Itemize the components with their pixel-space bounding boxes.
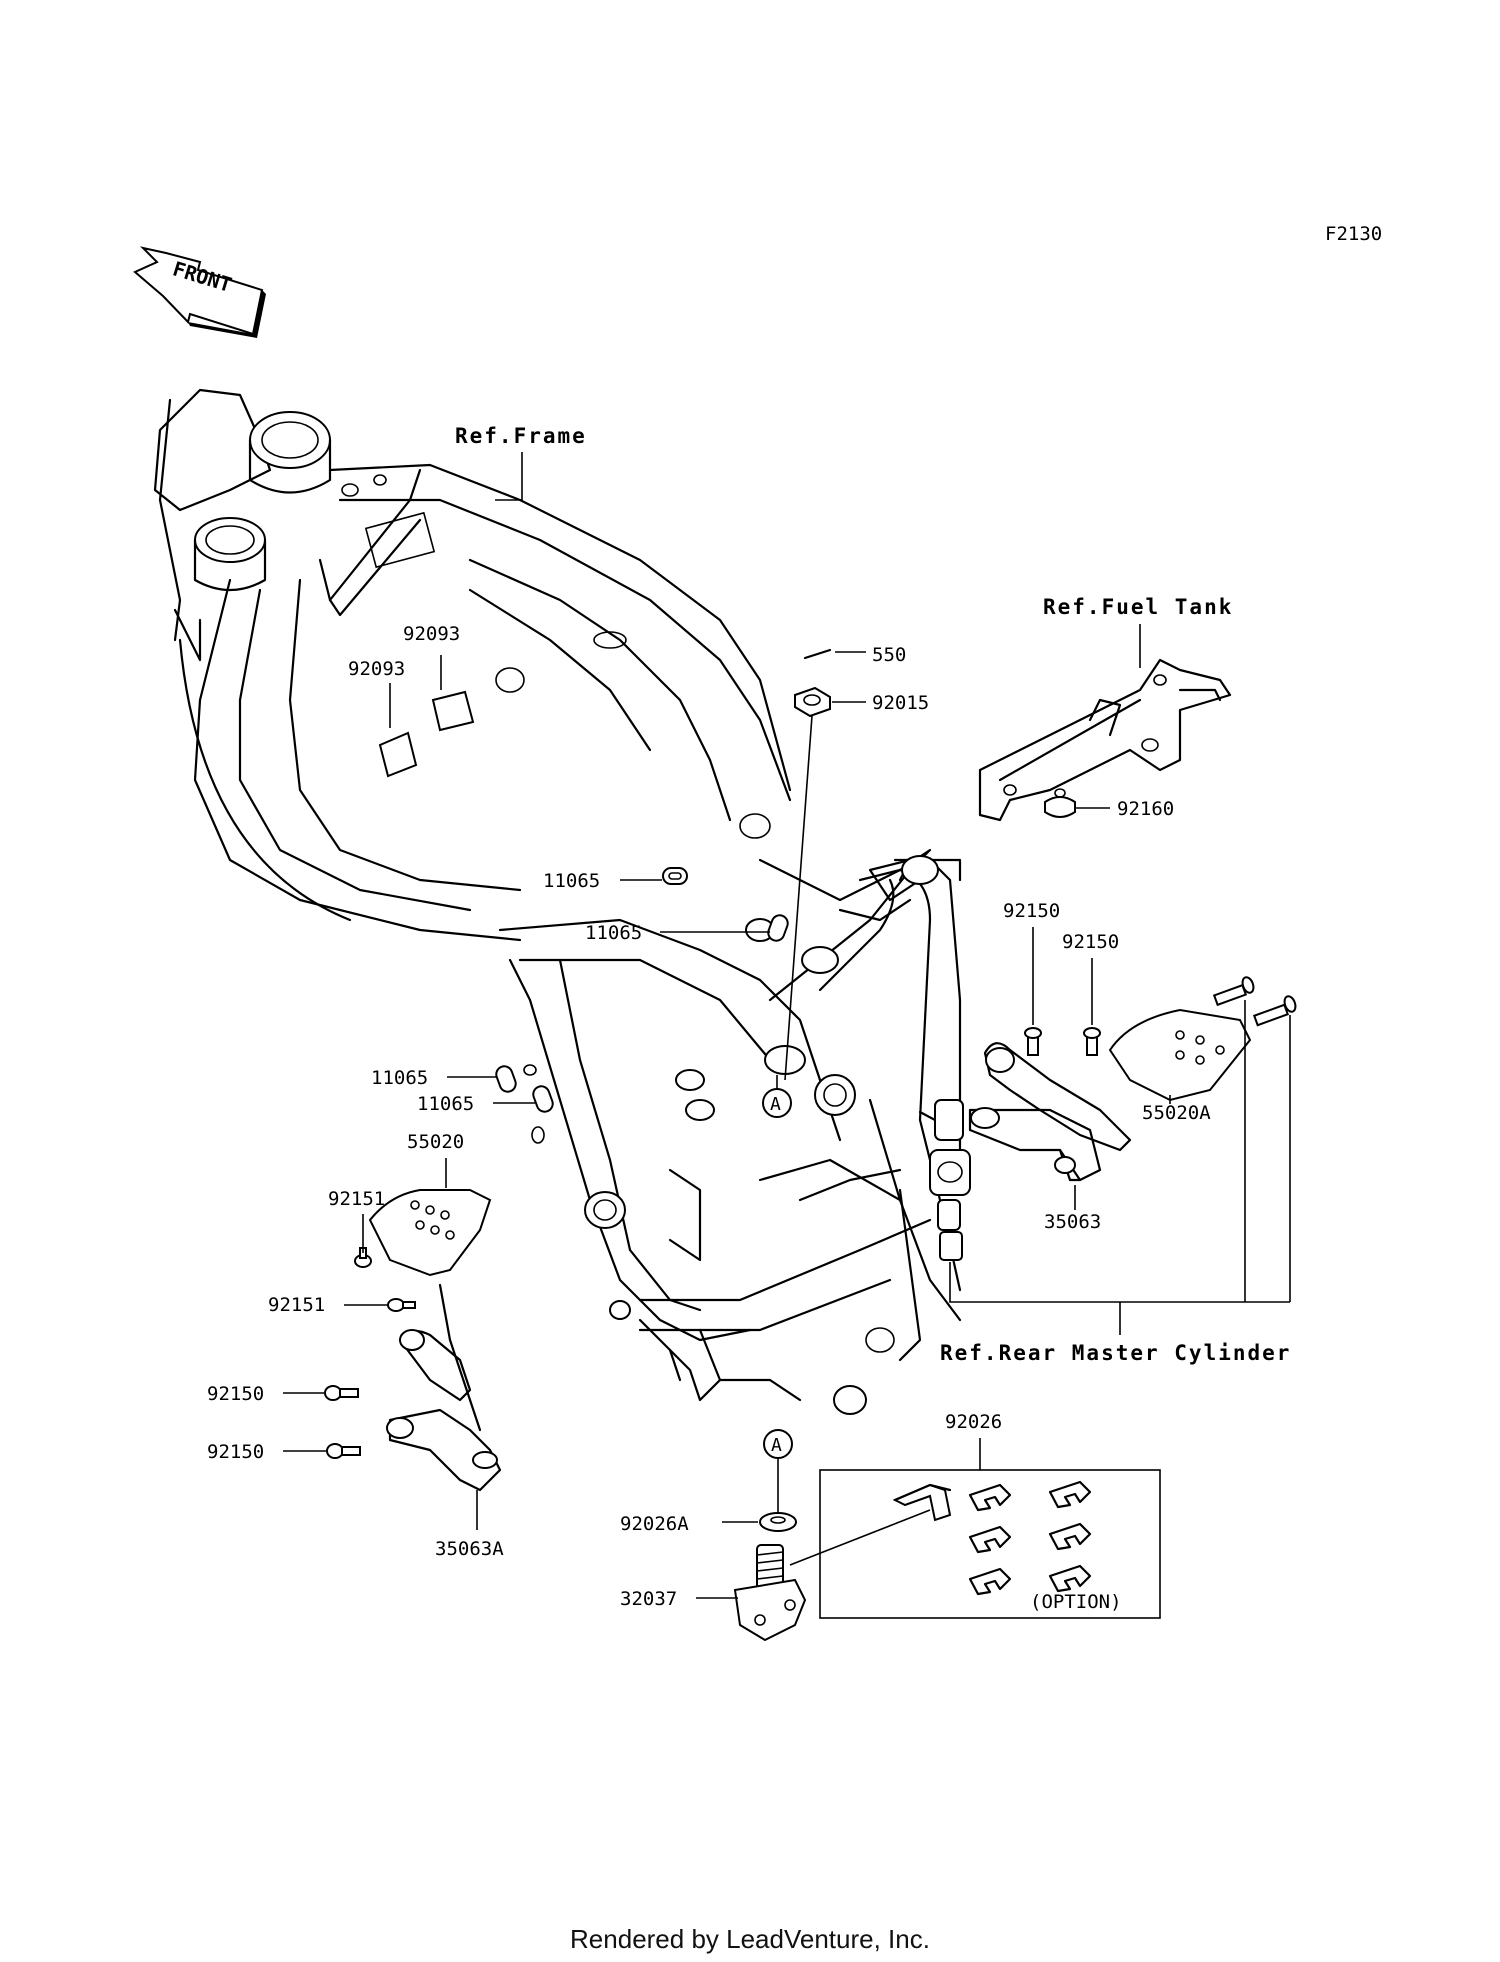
part-92150-right-1-label: 92150	[1003, 900, 1060, 922]
option-label: (OPTION)	[1030, 1591, 1122, 1613]
bolt-92150-left-1-icon	[324, 1385, 359, 1401]
nut-92015-icon	[794, 686, 831, 718]
part-92015-label: 92015	[872, 692, 929, 714]
part-92150-left-2-label: 92150	[207, 1441, 264, 1463]
front-arrow-icon: FRONT	[133, 246, 266, 338]
marker-a-frame: A	[762, 1088, 792, 1118]
adjuster-32037-icon	[733, 1544, 807, 1642]
heel-guard-55020A	[1108, 1008, 1252, 1102]
label-plate-92093-upper	[431, 690, 475, 732]
frame-drawing	[153, 388, 962, 1415]
part-550-label: 550	[872, 644, 906, 666]
shim-set-box: (OPTION)	[819, 1469, 1161, 1619]
marker-a-adjuster: A	[763, 1429, 793, 1459]
grommet-11065-3-icon	[495, 1065, 517, 1093]
right-footpeg-bracket	[968, 1042, 1132, 1182]
ref-frame-label: Ref.Frame	[455, 424, 587, 448]
heel-guard-55020	[368, 1189, 492, 1277]
svg-text:A: A	[771, 1435, 782, 1456]
part-11065-2-label: 11065	[585, 922, 642, 944]
part-92151-2-label: 92151	[268, 1294, 325, 1316]
bolt-92150-right-1-icon	[1024, 1027, 1042, 1056]
grommet-11065-1-icon	[662, 867, 688, 885]
part-92093-upper-label: 92093	[403, 623, 460, 645]
brake-master-cylinder	[918, 1099, 971, 1261]
cotter-pin-icon	[803, 648, 832, 660]
part-55020-label: 55020	[407, 1131, 464, 1153]
left-footpeg-bracket	[386, 1283, 502, 1492]
washer-92026A-icon	[759, 1512, 797, 1532]
ref-rear-master-cylinder-label: Ref.Rear Master Cylinder	[940, 1341, 1291, 1365]
bolt-92150-right-2-icon	[1083, 1027, 1101, 1056]
fuel-tank-bracket	[978, 658, 1232, 822]
bolt-92150-left-2-icon	[326, 1443, 361, 1459]
part-35063A-label: 35063A	[435, 1538, 504, 1560]
label-plate-92093-lower	[378, 731, 418, 778]
part-11065-4-label: 11065	[417, 1093, 474, 1115]
part-92150-left-1-label: 92150	[207, 1383, 264, 1405]
grommet-11065-4-icon	[532, 1085, 554, 1113]
footer-credit: Rendered by LeadVenture, Inc.	[570, 1924, 930, 1954]
bolt-55020A-1-icon	[1212, 976, 1255, 1007]
part-35063-label: 35063	[1044, 1211, 1101, 1233]
shim-icon	[968, 1480, 1092, 1596]
screw-92151-2-icon	[387, 1298, 416, 1312]
part-92160-label: 92160	[1117, 798, 1174, 820]
part-32037-label: 32037	[620, 1588, 677, 1610]
part-11065-3-label: 11065	[371, 1067, 428, 1089]
part-55020A-label: 55020A	[1142, 1102, 1211, 1124]
part-92026-label: 92026	[945, 1411, 1002, 1433]
diagram-code: F2130	[1325, 223, 1382, 245]
svg-text:A: A	[770, 1094, 781, 1115]
part-92150-right-2-label: 92150	[1062, 931, 1119, 953]
grommet-11065-2-icon	[767, 914, 789, 942]
bolt-55020A-2-icon	[1252, 995, 1297, 1027]
part-11065-1-label: 11065	[543, 870, 600, 892]
part-92026A-label: 92026A	[620, 1513, 689, 1535]
part-92151-1-label: 92151	[328, 1188, 385, 1210]
part-92093-lower-label: 92093	[348, 658, 405, 680]
ref-fuel-tank-label: Ref.Fuel Tank	[1043, 595, 1233, 619]
